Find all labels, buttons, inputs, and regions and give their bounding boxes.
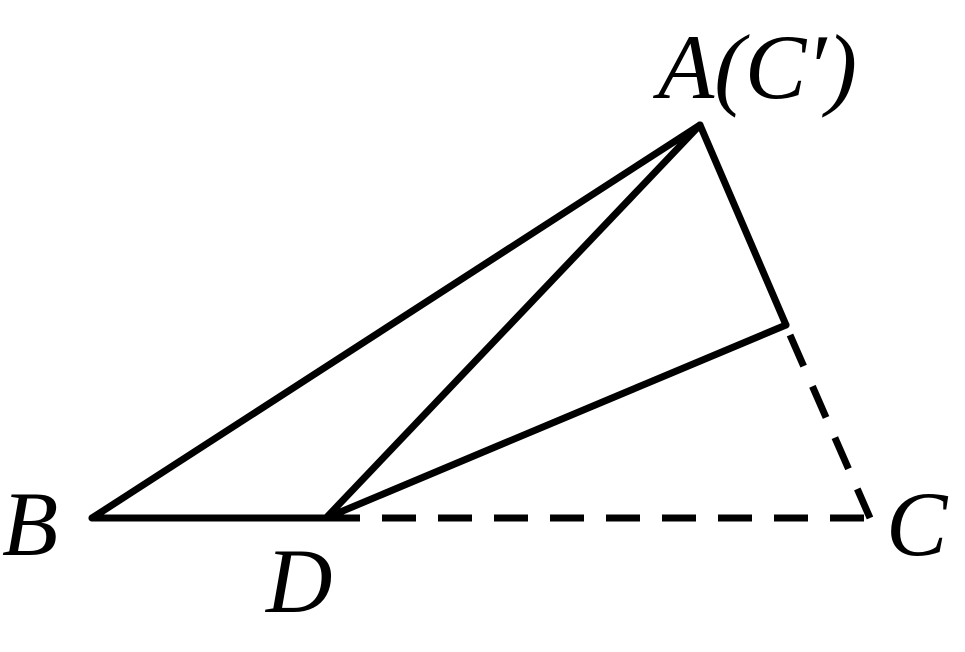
segment-fold-c-dashed bbox=[786, 333, 874, 520]
segment-ba bbox=[88, 121, 704, 522]
segment-a-fold bbox=[696, 121, 790, 329]
segment-da bbox=[322, 121, 704, 522]
label-c: C bbox=[886, 473, 949, 575]
segment-d-fold bbox=[322, 321, 790, 522]
label-a: A(C′) bbox=[652, 16, 857, 118]
label-d: D bbox=[264, 530, 332, 632]
label-b: B bbox=[2, 473, 58, 575]
